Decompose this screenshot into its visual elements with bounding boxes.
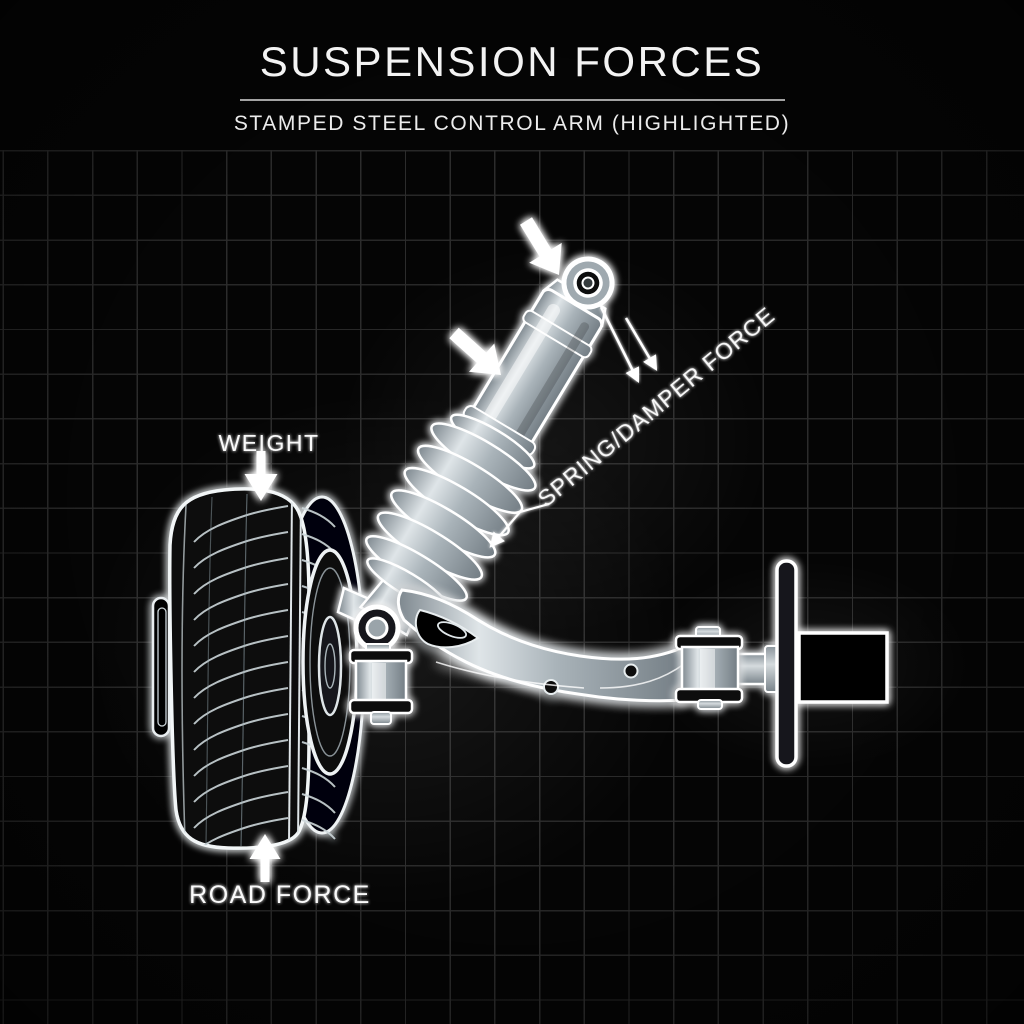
- title-divider: [239, 99, 785, 101]
- spring-damper-force-vector-icon: [599, 306, 640, 384]
- control-arm-bushing: [674, 626, 744, 710]
- frame-mount-plate: [775, 559, 798, 768]
- weight-label: WEIGHT: [219, 430, 320, 456]
- header: SUSPENSION FORCES STAMPED STEEL CONTROL …: [0, 38, 1024, 136]
- control-arm-hole: [623, 663, 639, 679]
- wheel-hub: [317, 615, 343, 717]
- force-arrow-mid-icon: [449, 327, 501, 375]
- frame-mount: [734, 559, 889, 768]
- frame-mount-box: [797, 631, 889, 704]
- page-title: SUSPENSION FORCES: [259, 38, 765, 85]
- ball-joint-center: [365, 616, 389, 640]
- control-arm: [396, 588, 688, 703]
- road-force-label: ROAD FORCE: [189, 881, 371, 909]
- knuckle-bushing: [348, 648, 414, 725]
- force-arrow-top-icon: [520, 217, 562, 275]
- page-subtitle: STAMPED STEEL CONTROL ARM (HIGHLIGHTED): [233, 112, 791, 135]
- spring-damper-force-vector-icon: [624, 317, 658, 371]
- tire-and-wheel: [151, 487, 366, 850]
- control-arm-hole: [543, 679, 559, 695]
